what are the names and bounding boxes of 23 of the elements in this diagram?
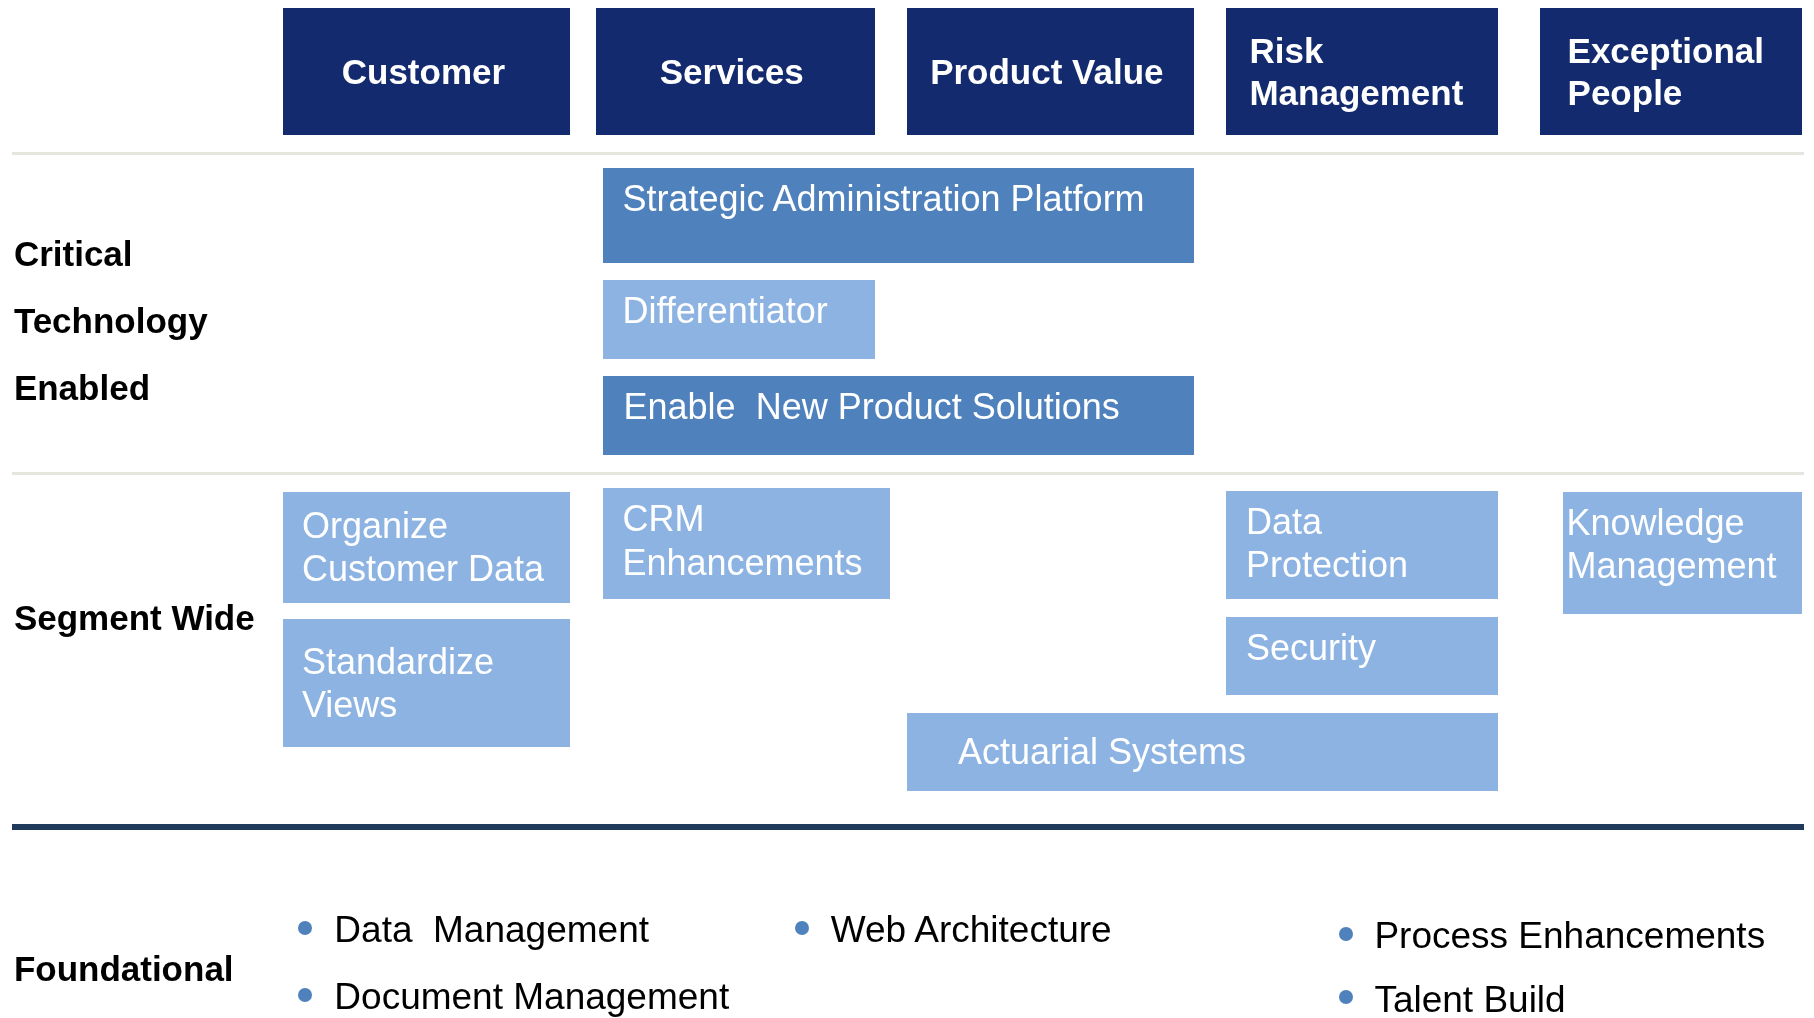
bullet-text: Web Architecture [830, 909, 1113, 952]
column-header: Exceptional People [1539, 8, 1803, 136]
row-label: Foundational [13, 947, 235, 990]
initiative-box: Data Protection [1226, 490, 1499, 600]
bullet-text: Talent Build [1374, 978, 1567, 1018]
column-header: Customer [283, 8, 571, 136]
initiative-box: Standardize Views [283, 618, 571, 748]
row-label: Critical Technology Enabled [13, 232, 209, 409]
initiative-box: Security [1226, 616, 1499, 696]
initiative-box: Actuarial Systems [907, 712, 1499, 792]
column-header: Product Value [907, 8, 1194, 136]
row-label: Segment Wide [13, 597, 256, 640]
initiative-box: CRM Enhancements [602, 488, 890, 600]
initiative-box: Enable New Product Solutions [602, 376, 1194, 455]
initiative-box: Differentiator [602, 279, 875, 359]
bullet-text: Document Management [334, 976, 731, 1018]
initiative-box: Organize Customer Data [283, 491, 571, 603]
column-header: Services [595, 8, 875, 136]
column-header: Risk Management [1226, 8, 1499, 136]
bullet-text: Process Enhancements [1374, 915, 1767, 958]
initiative-box: Knowledge Management [1562, 491, 1803, 615]
bullet-text: Data Management [334, 909, 650, 952]
initiative-box: Strategic Administration Platform [602, 167, 1194, 263]
